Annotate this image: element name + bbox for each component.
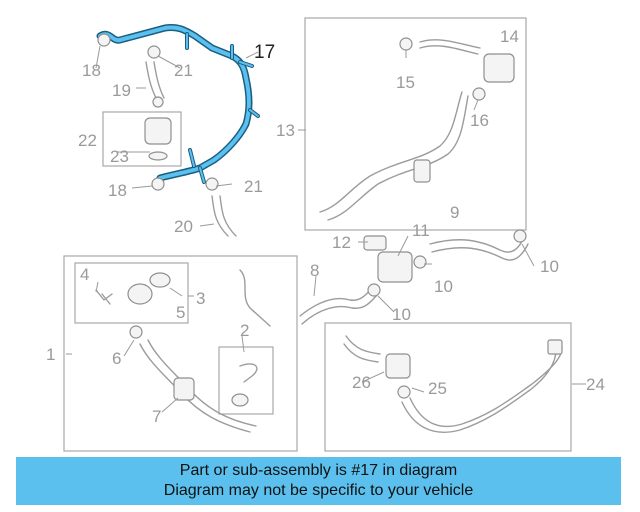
callout-1: 1 <box>46 345 55 364</box>
callout-14: 14 <box>500 27 519 46</box>
group-box-1 <box>63 255 298 452</box>
callout-3: 3 <box>196 289 205 308</box>
hose-19 <box>145 61 165 99</box>
fitting-3 <box>127 283 153 305</box>
hose-clamp <box>413 159 431 183</box>
group-box-13 <box>304 17 527 231</box>
callout-12: 12 <box>332 233 351 252</box>
hose-upper-24 <box>343 335 381 363</box>
clamp-24 <box>547 339 563 355</box>
fitting-7 <box>173 377 195 401</box>
clamp-10-a <box>413 255 427 269</box>
callout-20: 20 <box>174 217 193 236</box>
seal-23 <box>148 151 168 161</box>
clamp-16 <box>472 87 486 101</box>
hose-20 <box>211 195 237 237</box>
callout-10-low: 10 <box>392 305 411 324</box>
clamp-10-b <box>513 229 527 243</box>
water-outlet-11 <box>377 251 413 283</box>
fitting-2 <box>231 393 249 407</box>
clamp-19 <box>152 96 164 108</box>
hose-9 <box>429 235 529 261</box>
bracket-12 <box>363 235 387 251</box>
callout-16: 16 <box>470 111 489 130</box>
callout-5: 5 <box>176 303 185 322</box>
callout-11: 11 <box>412 221 430 240</box>
group-box-22 <box>102 111 182 167</box>
callout-22: 22 <box>78 131 97 150</box>
callout-18: 18 <box>82 61 101 80</box>
connector-14 <box>483 53 515 83</box>
callout-9: 9 <box>450 203 459 222</box>
callout-21: 21 <box>174 61 193 80</box>
caption-line-2: Diagram may not be specific to your vehi… <box>163 482 474 499</box>
clamp-18-top <box>97 33 111 47</box>
hose-24 <box>401 347 563 433</box>
upper-hose <box>419 39 481 55</box>
pipe-4 <box>95 289 113 305</box>
clamp-15 <box>399 37 413 51</box>
clamp-21-bottom <box>205 177 219 191</box>
o-ring-5 <box>149 272 171 288</box>
callout-4: 4 <box>80 265 89 284</box>
leader-lines <box>66 45 586 413</box>
clamp-10-c <box>367 283 381 297</box>
callout-25: 25 <box>428 379 447 398</box>
group-box-24 <box>324 322 572 452</box>
connector-26 <box>385 353 411 379</box>
callout-6: 6 <box>112 349 121 368</box>
callout-15: 15 <box>396 73 415 92</box>
clamp-25 <box>397 385 411 399</box>
callout-13: 13 <box>276 121 295 140</box>
callout-10-right: 10 <box>540 257 559 276</box>
thermostat-housing-22 <box>144 117 172 145</box>
clamp-6 <box>129 325 143 339</box>
clamp-18-bottom <box>151 177 165 191</box>
callout-26: 26 <box>352 373 371 392</box>
callout-19: 19 <box>112 81 131 100</box>
callout-24: 24 <box>586 375 605 394</box>
diagram-caption-banner: Part or sub-assembly is #17 in diagram D… <box>16 457 621 505</box>
main-hose-13 <box>319 91 469 221</box>
clamp-21-top <box>147 45 161 59</box>
group-box-2 <box>218 346 274 415</box>
group-box-3 <box>74 262 189 324</box>
callout-18-lower: 18 <box>108 181 127 200</box>
callout-7: 7 <box>152 407 161 426</box>
pipe-2 <box>239 363 258 383</box>
callout-17: 17 <box>254 42 275 63</box>
callout-23: 23 <box>110 147 129 166</box>
callout-10-mid: 10 <box>434 277 453 296</box>
callout-8: 8 <box>310 261 319 280</box>
pipe-upper <box>239 269 271 327</box>
callout-21-lower: 21 <box>244 177 263 196</box>
caption-line-1: Part or sub-assembly is #17 in diagram <box>179 462 458 479</box>
hose-8 <box>299 285 379 325</box>
callout-2: 2 <box>240 321 249 340</box>
heater-hose-part-17[interactable] <box>96 24 260 184</box>
